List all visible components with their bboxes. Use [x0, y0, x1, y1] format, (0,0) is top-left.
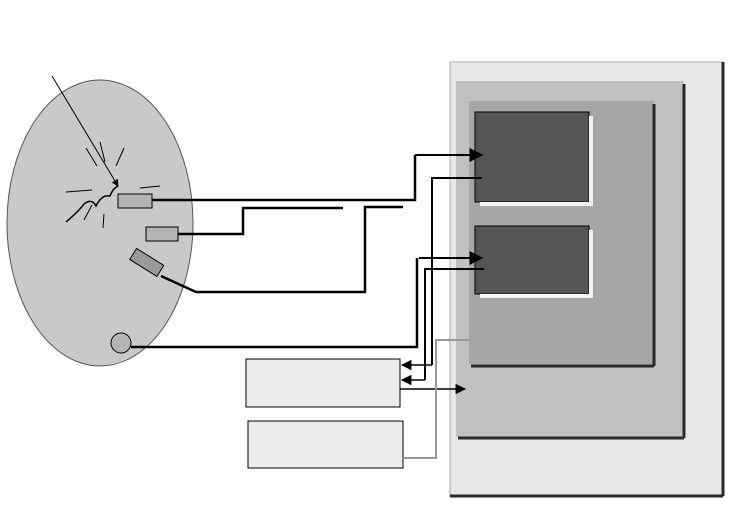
- sensor-2: [145, 226, 179, 242]
- module-upper: [474, 111, 593, 206]
- unit-links: [400, 359, 467, 395]
- external-unit-lower: [247, 420, 404, 469]
- sensor-cables: [131, 155, 419, 349]
- acoustic-burst: [65, 141, 161, 229]
- crack: [65, 185, 119, 223]
- external-unit-upper: [245, 358, 401, 408]
- specimen: [6, 79, 194, 367]
- gray-link: [403, 339, 469, 459]
- sensor-3: [129, 247, 165, 278]
- sensor-4: [110, 332, 132, 354]
- impact-arrow: [51, 75, 119, 187]
- module-lower: [474, 225, 593, 298]
- sensor-1: [117, 193, 153, 209]
- signal-lines: [415, 148, 484, 380]
